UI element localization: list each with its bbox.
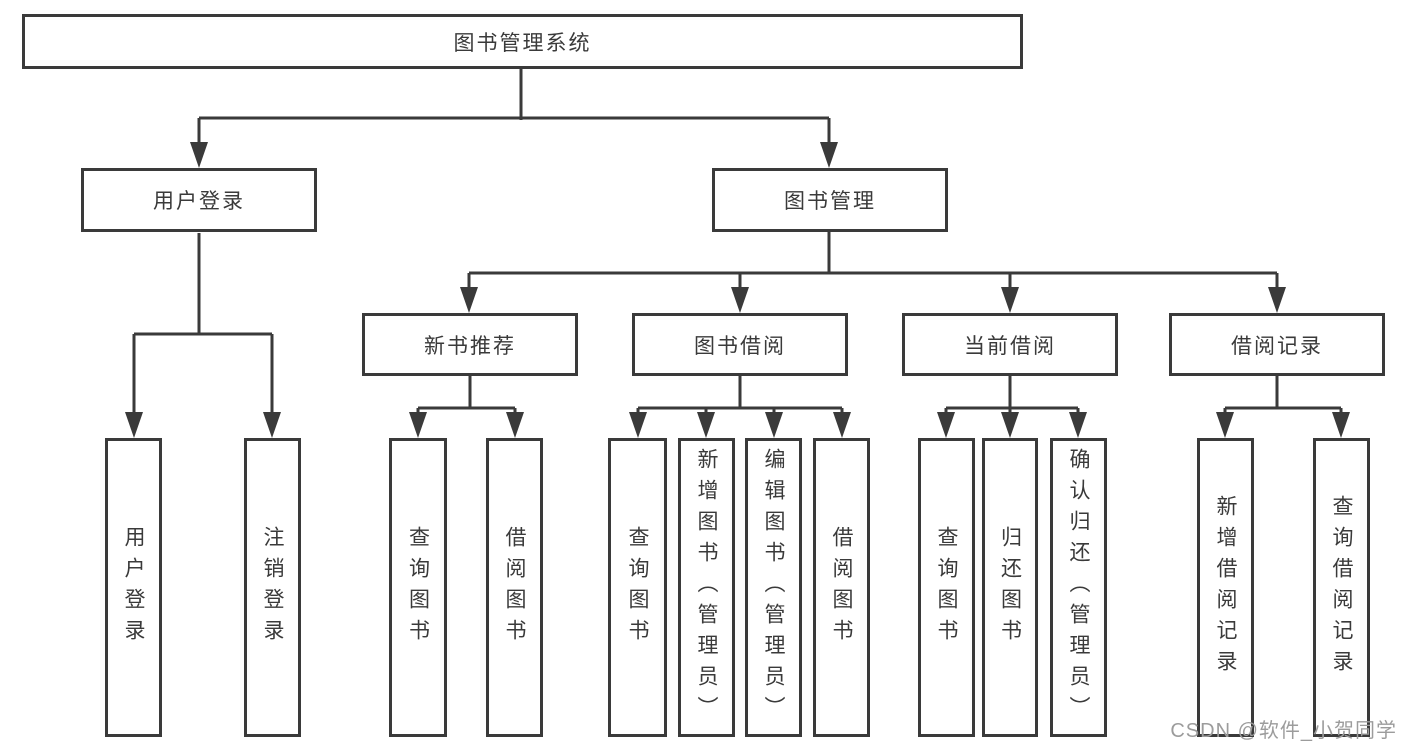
connector-borrow-records-to-leaves xyxy=(1223,376,1343,414)
connector-user-login-to-leaves xyxy=(132,233,274,414)
leaf-borrow-books: 借阅图书 xyxy=(813,438,870,737)
connector-new-book-recommend-to-leaves xyxy=(416,376,517,414)
connector-book-borrow-to-leaves xyxy=(636,376,844,414)
csdn-watermark: CSDN @软件_小贺同学 xyxy=(1170,720,1397,742)
node-book-management: 图书管理 xyxy=(712,168,948,232)
leaf-confirm-return-admin: 确认归还（管理员） xyxy=(1050,438,1107,737)
leaf-add-books-admin: 新增图书（管理员） xyxy=(678,438,735,737)
node-current-borrow: 当前借阅 xyxy=(902,313,1118,376)
leaf-edit-books-admin: 编辑图书（管理员） xyxy=(745,438,802,737)
connector-current-borrow-to-leaves xyxy=(944,376,1080,414)
leaf-user-login: 用户登录 xyxy=(105,438,162,737)
connector-book-management-to-level3 xyxy=(467,232,1279,289)
leaf-query-books-recommend: 查询图书 xyxy=(389,438,447,737)
node-root-system: 图书管理系统 xyxy=(22,14,1023,69)
leaf-query-books-borrow: 查询图书 xyxy=(608,438,667,737)
leaf-query-borrow-record: 查询借阅记录 xyxy=(1313,438,1370,737)
leaf-borrow-books-recommend: 借阅图书 xyxy=(486,438,543,737)
leaf-return-books: 归还图书 xyxy=(982,438,1038,737)
leaf-logout-login: 注销登录 xyxy=(244,438,301,737)
node-borrow-records: 借阅记录 xyxy=(1169,313,1385,376)
node-new-book-recommend: 新书推荐 xyxy=(362,313,578,376)
leaf-query-books-current: 查询图书 xyxy=(918,438,975,737)
node-book-borrow: 图书借阅 xyxy=(632,313,848,376)
arrowheads xyxy=(125,142,1350,438)
connector-root-to-level2 xyxy=(197,69,831,144)
node-user-login: 用户登录 xyxy=(81,168,317,232)
leaf-add-borrow-record: 新增借阅记录 xyxy=(1197,438,1254,737)
